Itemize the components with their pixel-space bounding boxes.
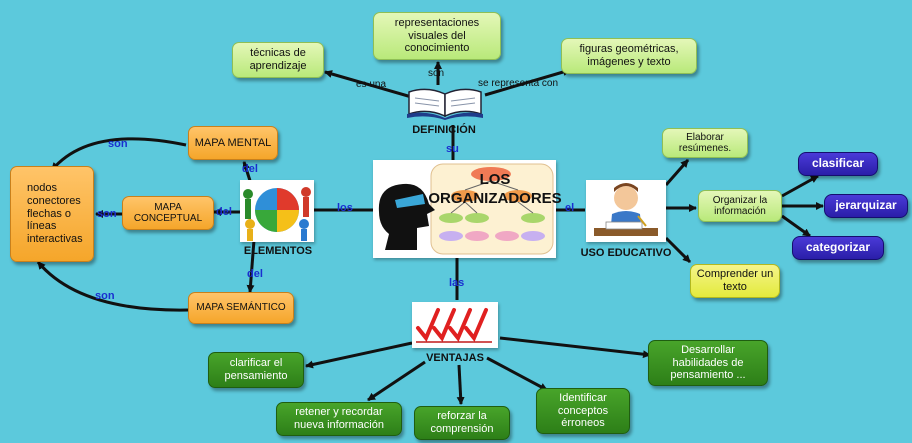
node-comprender-texto[interactable]: Comprender un texto: [690, 264, 780, 298]
node-mapa-conceptual-label: MAPA CONCEPTUAL: [133, 201, 203, 225]
node-categorizar-label: categorizar: [805, 240, 871, 255]
link-son-top: son: [108, 138, 128, 150]
link-son-definicion: son: [428, 68, 445, 79]
node-clasificar-label: clasificar: [811, 156, 865, 171]
student-writing-icon: [586, 180, 666, 242]
node-elaborar-resumenes[interactable]: Elaborar resúmenes.: [662, 128, 748, 158]
node-nodos-conectores[interactable]: nodos conectores flechas o líneas intera…: [10, 166, 94, 262]
node-jerarquizar[interactable]: jerarquizar: [824, 194, 908, 218]
link-el: el: [565, 202, 575, 214]
central-title-line1: LOS: [479, 171, 511, 188]
node-representaciones-visuales[interactable]: representaciones visuales del conocimien…: [373, 12, 501, 60]
link-del-mapa-semantico: del: [247, 268, 263, 280]
central-title: LOS ORGANIZADORES: [425, 171, 565, 209]
node-comprender-label: Comprender un texto: [696, 268, 774, 293]
node-figuras-geometricas[interactable]: figuras geométricas, imágenes y texto: [561, 38, 697, 74]
node-figuras-label: figuras geométricas, imágenes y texto: [579, 43, 679, 68]
node-desarrollar-habilidades[interactable]: Desarrollar habilidades de pensamiento .…: [648, 340, 768, 386]
node-retener-recordar[interactable]: retener y recordar nueva información: [276, 402, 402, 436]
central-title-line2: ORGANIZADORES: [428, 189, 562, 207]
link-son-mid: son: [97, 208, 117, 220]
open-book-icon: [405, 84, 485, 120]
node-mapa-mental[interactable]: MAPA MENTAL: [188, 126, 278, 160]
node-tecnicas-label: técnicas de aprendizaje: [249, 47, 307, 72]
node-mapa-semantico-label: MAPA SEMÁNTICO: [196, 302, 286, 314]
node-jerarquizar-label: jerarquizar: [835, 198, 897, 213]
uso-caption: USO EDUCATIVO: [580, 247, 672, 259]
node-reforzar-label: reforzar la comprensión: [430, 410, 494, 435]
elementos-caption: ELEMENTOS: [243, 245, 313, 257]
checklist-icon: [412, 302, 498, 348]
node-clarificar-pensamiento[interactable]: clarificar el pensamiento: [208, 352, 304, 388]
node-identificar-conceptos[interactable]: Identificar conceptos érroneos: [536, 388, 630, 434]
link-se-representa-con: se representa con: [478, 78, 559, 89]
node-desarrollar-label: Desarrollar habilidades de pensamiento .…: [670, 344, 746, 382]
node-elaborar-label: Elaborar resúmenes.: [678, 131, 732, 155]
node-organizar-informacion[interactable]: Organizar la información: [698, 190, 782, 222]
definicion-caption: DEFINICIÓN: [412, 124, 476, 136]
node-categorizar[interactable]: categorizar: [792, 236, 884, 260]
node-mapa-semantico[interactable]: MAPA SEMÁNTICO: [188, 292, 294, 324]
puzzle-people-icon: [240, 180, 314, 242]
node-retener-label: retener y recordar nueva información: [294, 406, 384, 431]
node-reforzar-comprension[interactable]: reforzar la comprensión: [414, 406, 510, 440]
link-los: los: [337, 202, 353, 214]
node-mapa-mental-label: MAPA MENTAL: [194, 136, 272, 149]
node-organizar-label: Organizar la información: [712, 194, 768, 218]
ventajas-caption: VENTAJAS: [426, 352, 484, 364]
node-clarificar-label: clarificar el pensamiento: [224, 357, 288, 382]
node-clasificar[interactable]: clasificar: [798, 152, 878, 176]
link-las: las: [449, 277, 465, 289]
link-su: su: [446, 143, 459, 155]
node-nodos-label: nodos conectores flechas o líneas intera…: [27, 182, 83, 245]
node-tecnicas-aprendizaje[interactable]: técnicas de aprendizaje: [232, 42, 324, 78]
central-organizadores-image[interactable]: [373, 160, 556, 258]
link-del-mapa-conceptual: del: [216, 206, 232, 218]
node-identificar-label: Identificar conceptos érroneos: [557, 392, 609, 430]
link-son-bottom: son: [95, 290, 115, 302]
link-es-una: es una: [356, 79, 387, 90]
link-del-mapa-mental: del: [242, 163, 258, 175]
node-representaciones-label: representaciones visuales del conocimien…: [394, 17, 480, 55]
node-mapa-conceptual[interactable]: MAPA CONCEPTUAL: [122, 196, 214, 230]
